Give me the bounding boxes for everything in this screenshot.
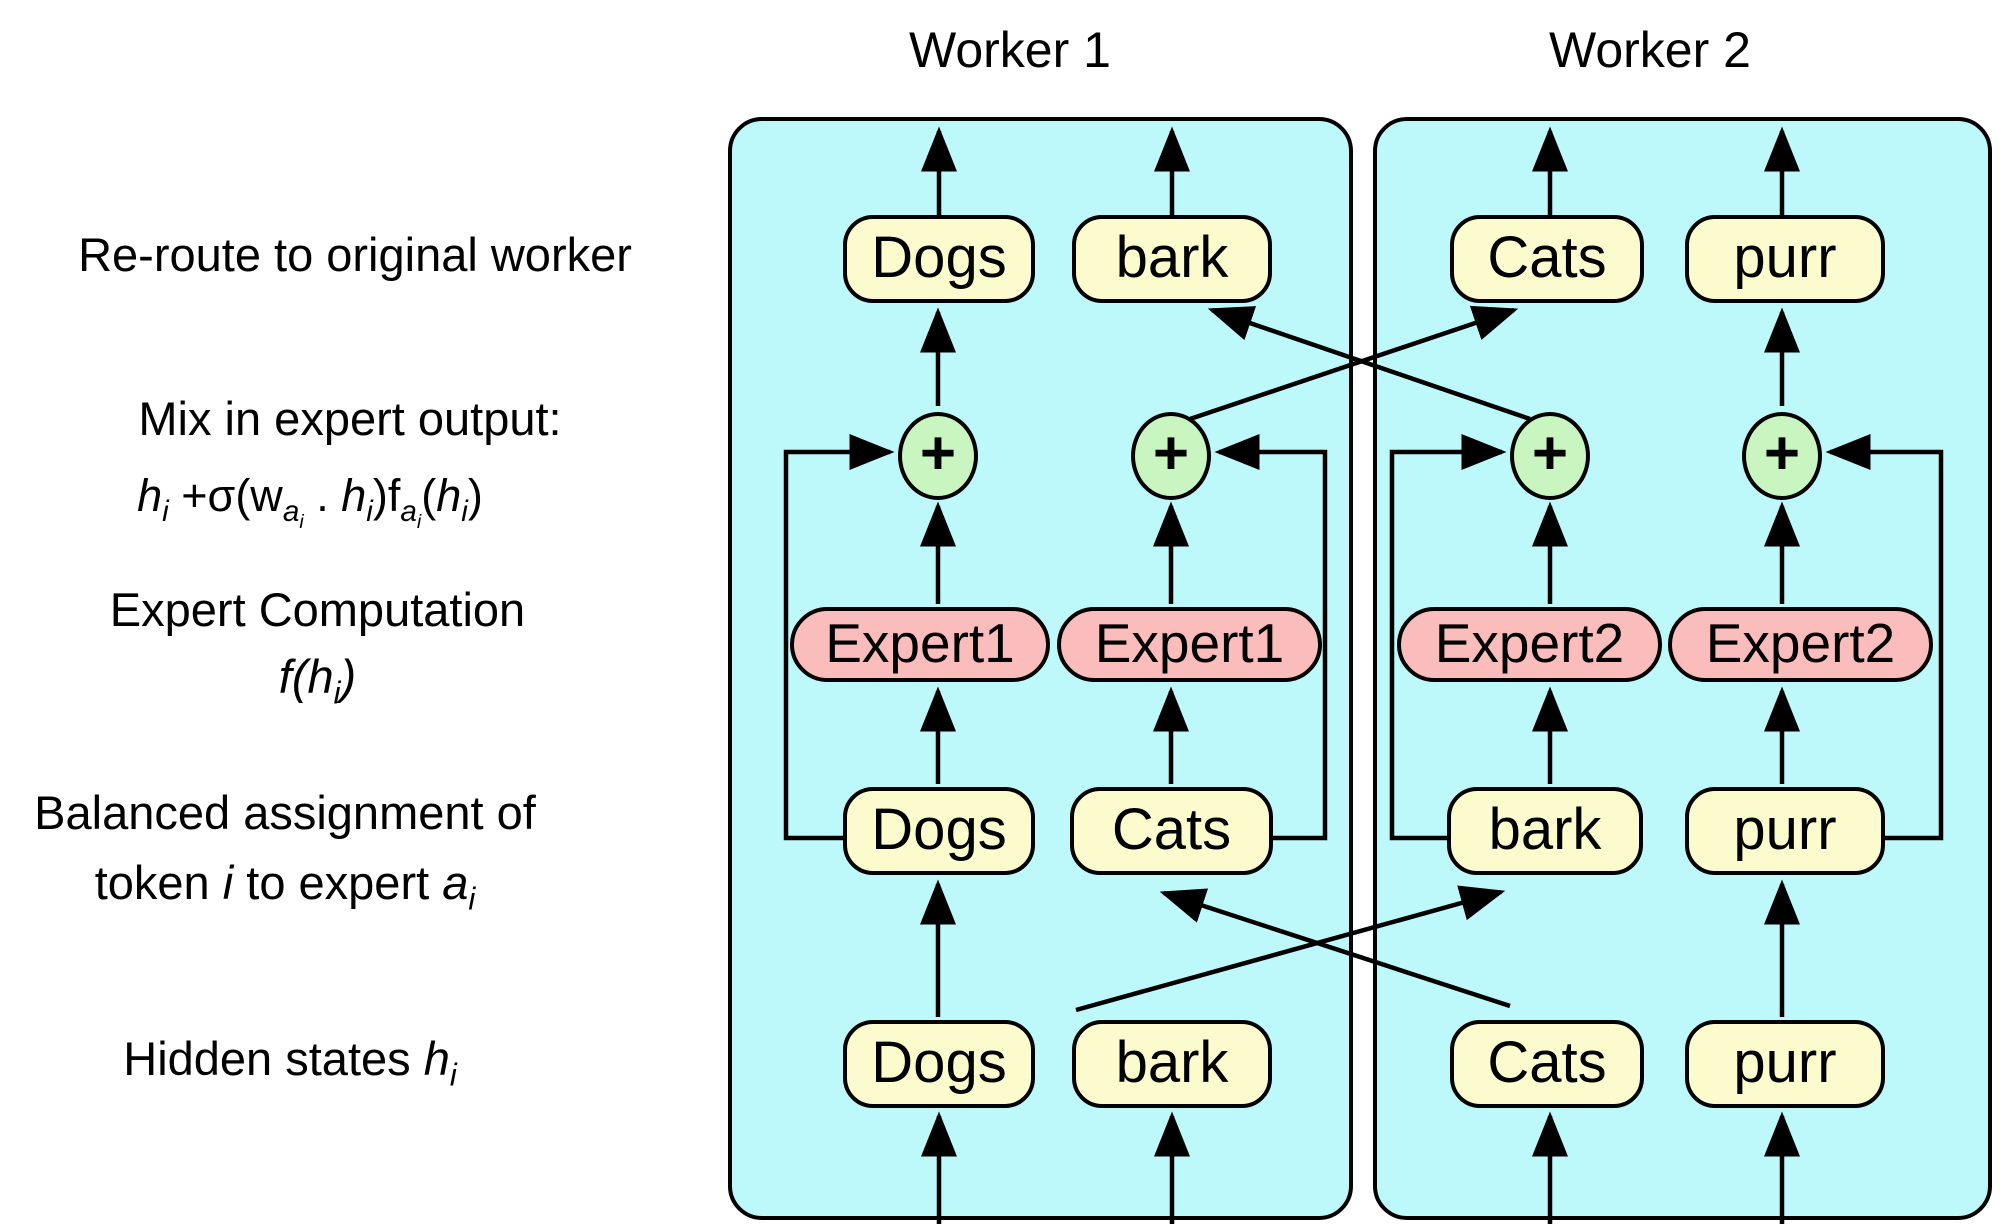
w1-assign-token-cats: Cats: [1070, 787, 1273, 875]
label-balanced-assignment-1: Balanced assignment of: [34, 786, 536, 839]
worker2-title: Worker 2: [1549, 22, 1751, 78]
w1-assign-token-dogs: Dogs: [843, 787, 1035, 875]
label-reroute: Re-route to original worker: [78, 228, 632, 281]
w1-plus-node-1: +: [898, 412, 978, 500]
w1-expert-2: Expert1: [1057, 607, 1322, 682]
w2-expert-1: Expert2: [1397, 607, 1662, 682]
w1-reroute-token-dogs: Dogs: [843, 215, 1035, 303]
w2-hidden-token-purr: purr: [1685, 1020, 1885, 1108]
w2-plus-node-2: +: [1742, 412, 1822, 500]
label-expert-computation: Expert Computation: [109, 583, 526, 636]
worker1-title: Worker 1: [909, 22, 1111, 78]
label-hidden-states: Hidden states hi: [123, 1032, 457, 1093]
w2-hidden-token-cats: Cats: [1450, 1020, 1644, 1108]
w1-plus-node-2: +: [1131, 412, 1211, 500]
label-balanced-assignment-2: token i to expert ai: [94, 856, 476, 917]
w1-hidden-token-bark: bark: [1072, 1020, 1272, 1108]
w1-expert-1: Expert1: [790, 607, 1050, 682]
w2-reroute-token-purr: purr: [1685, 215, 1885, 303]
label-mix-formula: hi +σ(wai . hi)fai(hi): [137, 470, 483, 533]
label-expert-computation-formula: f(hi): [278, 650, 357, 711]
w2-expert-2: Expert2: [1668, 607, 1933, 682]
w2-assign-token-purr: purr: [1685, 787, 1885, 875]
w1-hidden-token-dogs: Dogs: [843, 1020, 1035, 1108]
w2-reroute-token-cats: Cats: [1450, 215, 1644, 303]
w2-assign-token-bark: bark: [1447, 787, 1643, 875]
label-mix-title: Mix in expert output:: [138, 392, 562, 445]
w1-reroute-token-bark: bark: [1072, 215, 1272, 303]
w2-plus-node-1: +: [1510, 412, 1590, 500]
